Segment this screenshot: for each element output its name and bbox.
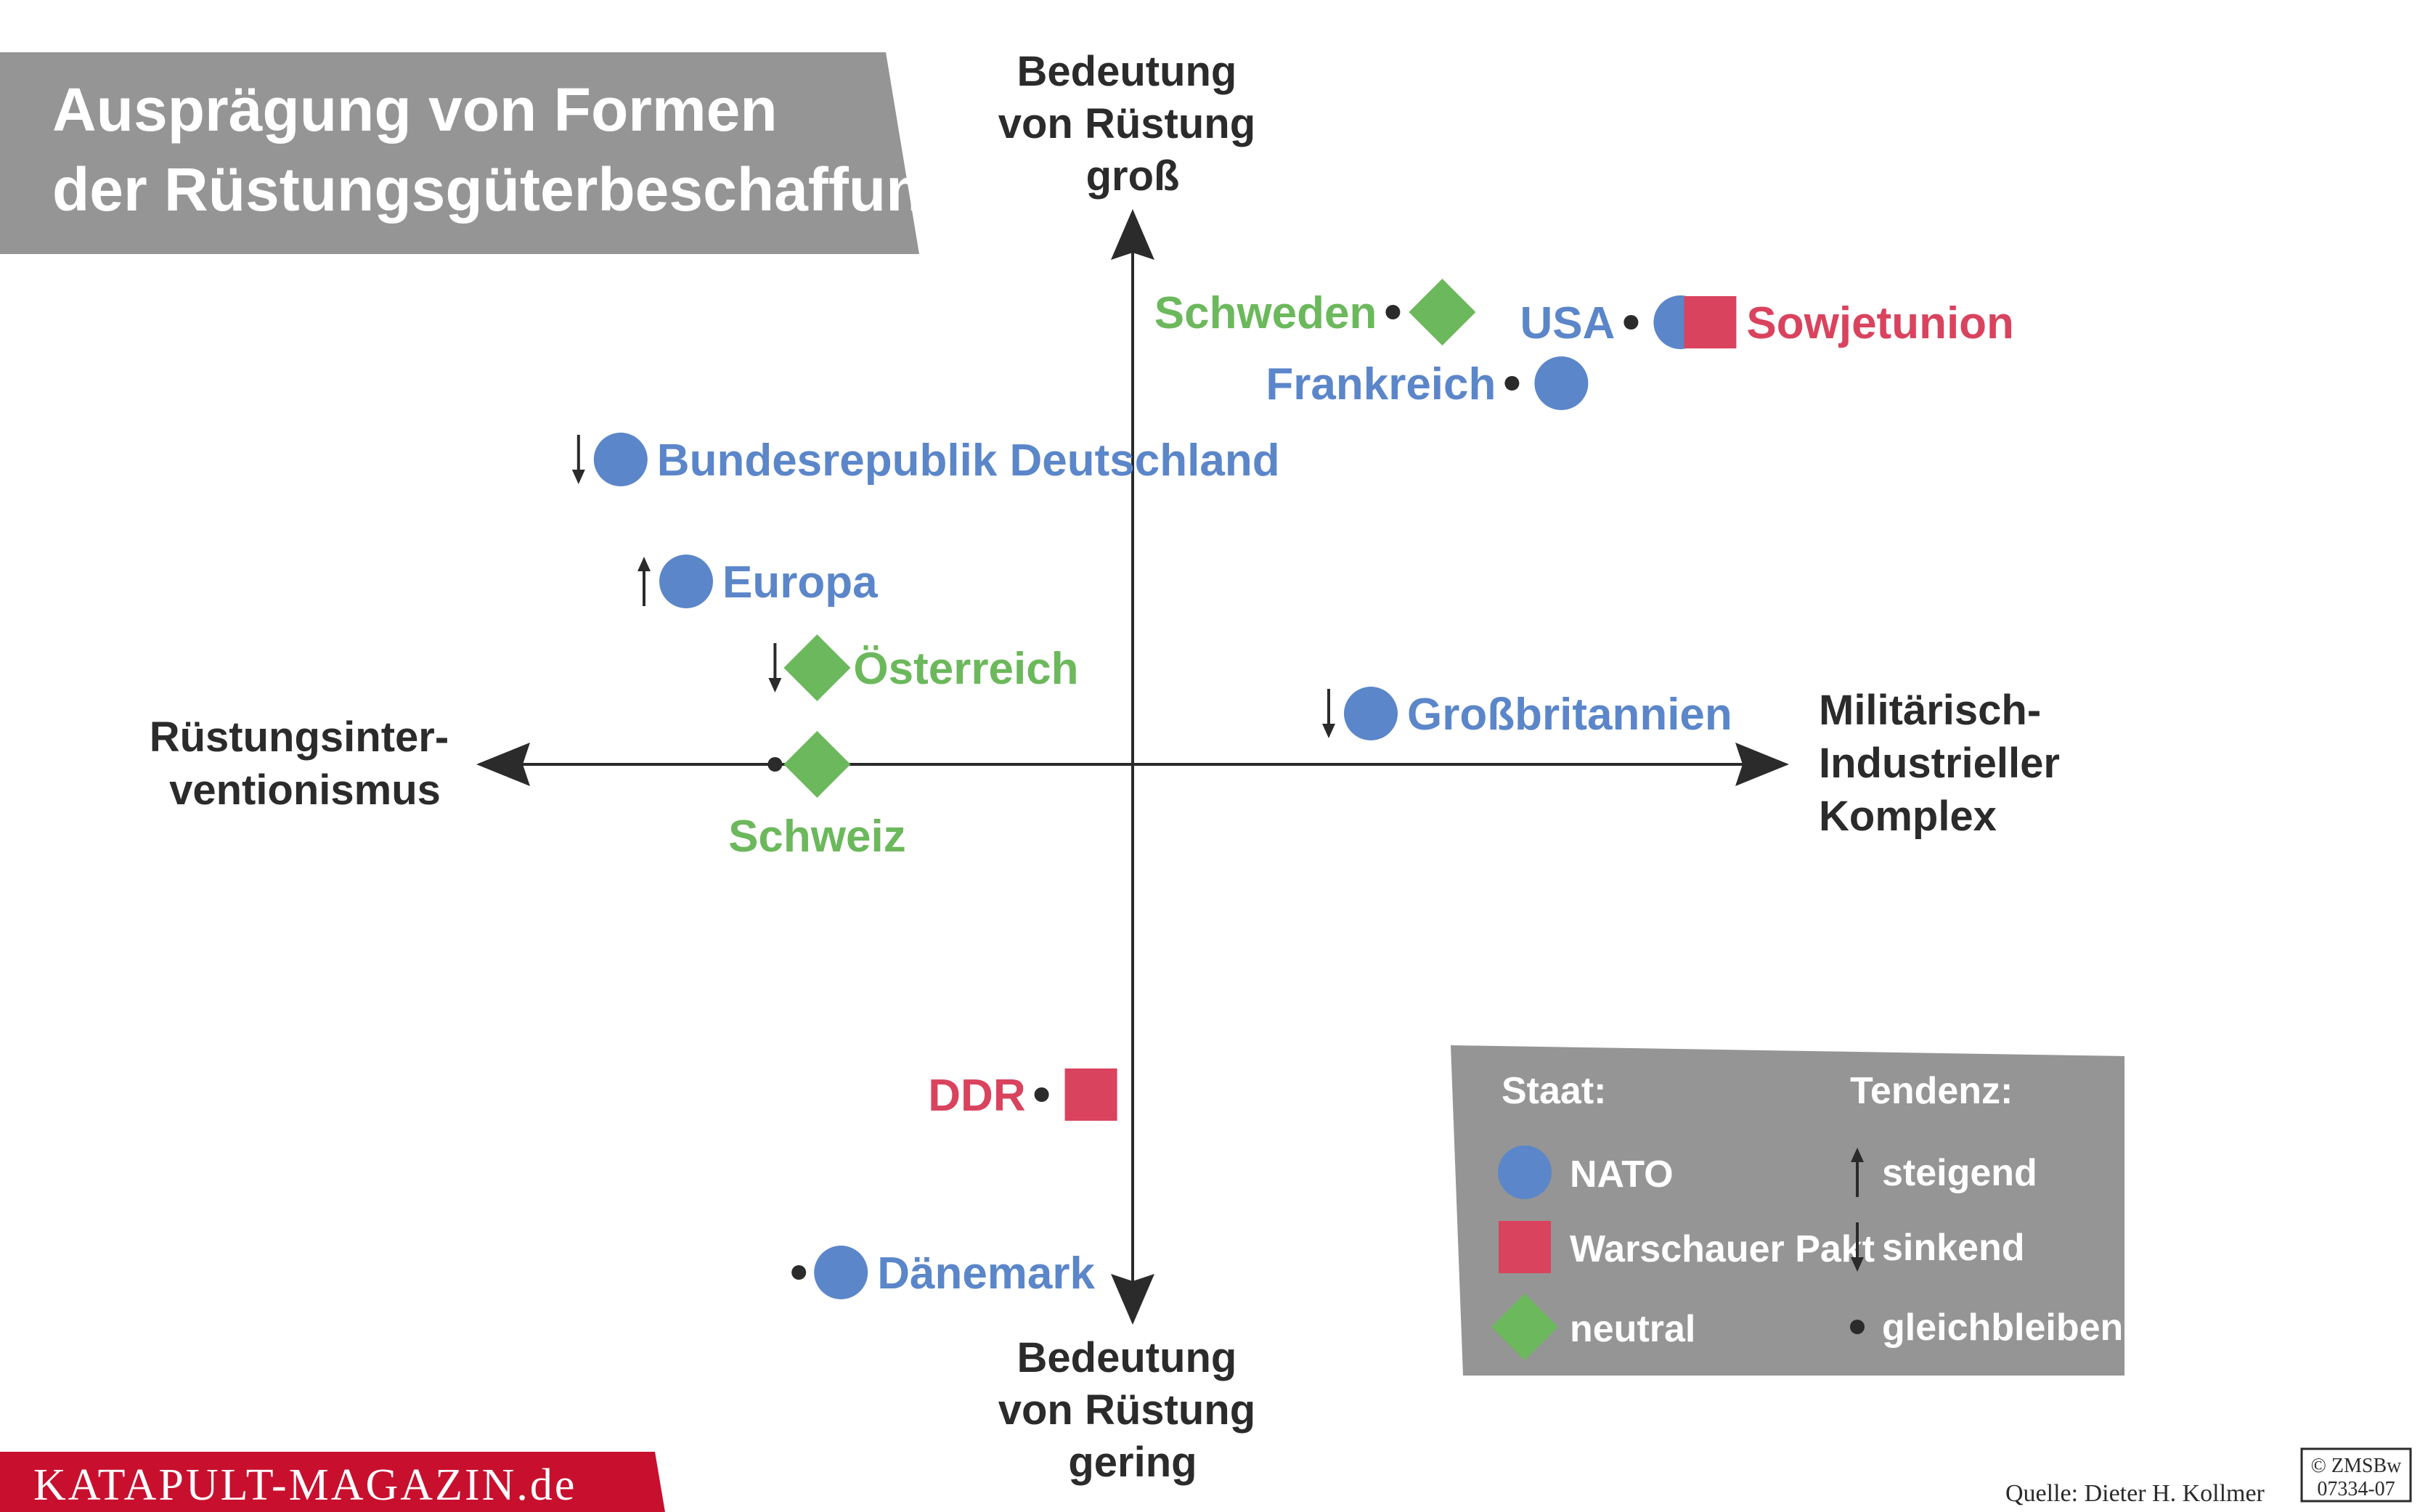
label-sowjetunion: Sowjetunion: [1746, 298, 2014, 348]
label-usa: USA: [1520, 298, 1615, 348]
point-0: Schweden: [1154, 279, 1476, 346]
axis-label-top-line-1: Bedeutung: [1017, 48, 1237, 95]
trend-dänemark: [791, 1265, 807, 1280]
marker-frankreich: [1534, 356, 1589, 410]
legend-trend-label-steigend: steigend: [1882, 1152, 2037, 1194]
legend-label-warschauer_pakt: Warschauer Pakt: [1570, 1228, 1875, 1270]
marker-europa: [659, 555, 713, 608]
copyright-box: [2300, 1447, 2412, 1503]
legend-trend-sinkend-head: [1851, 1257, 1864, 1272]
axis-label-right-line-1: Militärisch-: [1819, 687, 2041, 734]
axis-label-left: Rüstungsinter- ventionismus: [150, 714, 461, 814]
copyright-line-1: © ZMSBw: [2311, 1455, 2403, 1477]
label-ddr: DDR: [928, 1071, 1025, 1121]
point-1: USA: [1520, 295, 1708, 349]
x-axis-arrow-left: [476, 743, 530, 786]
legend-marker-neutral: [1491, 1294, 1558, 1360]
axis-label-bottom-line-1: Bedeutung: [1017, 1334, 1237, 1381]
point-4: Bundesrepublik Deutschland: [571, 433, 1280, 486]
axis-label-right-line-3: Komplex: [1819, 793, 1997, 840]
title-line-1: Ausprägung von Formen: [52, 75, 778, 144]
axis-label-left-line-1: Rüstungsinter-: [150, 714, 449, 761]
axis-label-top: Bedeutung von Rüstung groß: [998, 48, 1268, 200]
brand-text: KATAPULT-MAGAZIN.de: [33, 1460, 577, 1510]
axis-label-top-line-3: groß: [1086, 152, 1180, 200]
legend-marker-nato: [1498, 1145, 1552, 1199]
label-dänemark: Dänemark: [877, 1249, 1095, 1299]
copyright-line-2: 07334-07: [2317, 1478, 2395, 1500]
legend-tendenz-title: Tendenz:: [1850, 1070, 2013, 1112]
y-axis-arrow-top: [1111, 209, 1154, 260]
marker-schweden: [1409, 279, 1476, 346]
label-großbritannien: Großbritannien: [1407, 690, 1732, 740]
marker-bundesrepublik-deutschland: [593, 433, 648, 486]
label-schweiz: Schweiz: [728, 812, 906, 862]
point-6: Österreich: [768, 634, 1079, 701]
axis-label-top-line-2: von Rüstung: [998, 100, 1255, 147]
point-2: Sowjetunion: [1684, 296, 2014, 348]
data-points: Schweden USA SowjetunionFrankreichBundesre…: [571, 279, 2014, 1299]
legend-marker-warschauer_pakt: [1499, 1221, 1551, 1273]
source-text: Quelle: Dieter H. Kollmer: [2005, 1480, 2265, 1507]
point-7: Großbritannien: [1322, 687, 1732, 740]
axis-label-bottom: Bedeutung von Rüstung gering: [998, 1334, 1268, 1486]
title-banner: [0, 52, 919, 254]
y-axis-arrow-bottom: [1111, 1274, 1154, 1325]
legend-trend-gleichbleibend: [1850, 1320, 1865, 1334]
axis-label-right-line-2: Industrieller: [1819, 740, 2060, 787]
trend-frankreich: [1504, 376, 1520, 391]
point-3: Frankreich: [1266, 356, 1589, 410]
trend-europa-head: [637, 557, 651, 571]
label-österreich: Österreich: [853, 644, 1078, 694]
marker-sowjetunion: [1684, 296, 1737, 348]
point-8: Schweiz: [728, 731, 906, 862]
axis-label-bottom-line-3: gering: [1068, 1439, 1197, 1486]
marker-ddr: [1064, 1068, 1117, 1121]
axes: [476, 209, 1789, 1325]
legend-staat-title: Staat:: [1502, 1070, 1606, 1112]
label-schweden: Schweden: [1154, 288, 1377, 338]
legend-label-nato: NATO: [1570, 1153, 1674, 1196]
legend-trend-label-gleichbleibend: gleichbleibend: [1882, 1307, 2146, 1349]
axis-label-bottom-line-2: von Rüstung: [998, 1386, 1255, 1434]
marker-österreich: [783, 634, 851, 701]
point-5: Europa: [637, 555, 878, 608]
label-europa: Europa: [722, 557, 878, 608]
point-9: DDR: [928, 1068, 1117, 1121]
axis-label-right: Militärisch- Industrieller Komplex: [1819, 687, 2071, 840]
brand-banner: [0, 1452, 665, 1512]
trend-usa: [1623, 315, 1639, 330]
trend-österreich-head: [768, 678, 782, 692]
marker-schweiz: [783, 731, 851, 798]
legend-trend-steigend-head: [1851, 1148, 1864, 1162]
legend-entries: NATO Warschauer Pakt neutral steigend sinken…: [1491, 1145, 2146, 1360]
point-10: Dänemark: [791, 1246, 1096, 1299]
trend-großbritannien-head: [1322, 724, 1335, 738]
trend-ddr: [1034, 1087, 1049, 1102]
legend-trend-label-sinkend: sinkend: [1882, 1227, 2025, 1269]
marker-großbritannien: [1344, 687, 1398, 740]
x-axis-arrow-right: [1735, 743, 1789, 786]
label-bundesrepublik-deutschland: Bundesrepublik Deutschland: [657, 436, 1280, 486]
title-line-2: der Rüstungsgüterbeschaffung: [52, 155, 961, 224]
legend-box: [1451, 1045, 2124, 1376]
trend-bundesrepublik-deutschland-head: [571, 470, 585, 484]
axis-label-left-line-2: ventionismus: [169, 767, 441, 814]
trend-schweden: [1385, 305, 1401, 319]
legend-label-neutral: neutral: [1570, 1308, 1695, 1350]
label-frankreich: Frankreich: [1266, 359, 1496, 409]
trend-schweiz: [767, 757, 783, 772]
marker-dänemark: [814, 1246, 868, 1299]
